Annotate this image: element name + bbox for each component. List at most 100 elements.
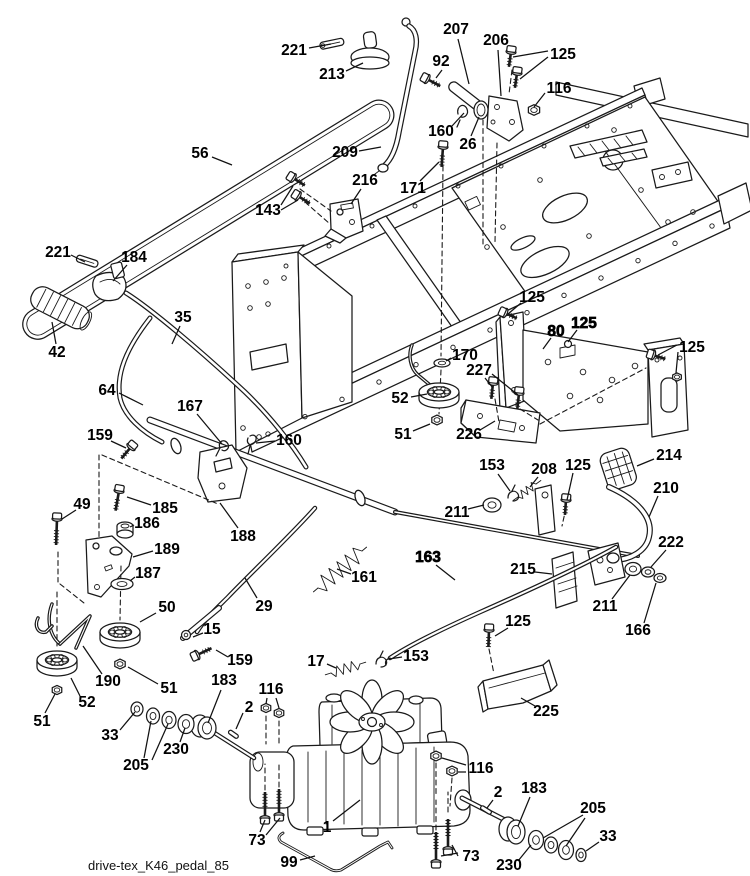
leader-line [566, 472, 574, 501]
part-number-label: 52 [391, 390, 408, 407]
brake-wire-rod [278, 832, 393, 872]
diagram-artwork [22, 17, 750, 873]
leader-line [419, 161, 440, 182]
part-number-label: 230 [496, 857, 522, 874]
callout-125: 125 [494, 613, 531, 637]
callout-188: 188 [219, 502, 256, 545]
leader-line [127, 666, 159, 685]
callout-33: 33 [585, 828, 617, 852]
callout-1: 1 [323, 799, 361, 836]
callout-153: 153 [479, 457, 511, 492]
part-number-label: 64 [98, 382, 116, 399]
part-number-label: 29 [255, 598, 273, 615]
part-number-label: 2 [245, 699, 254, 716]
support-bracket [324, 198, 364, 244]
axle-bearing-left [190, 714, 217, 740]
leader-line [345, 62, 364, 72]
part-number-label: 184 [121, 249, 147, 266]
part-number-label: 205 [123, 757, 149, 774]
transaxle-control-rod [375, 544, 619, 668]
part-number-label: 35 [174, 309, 192, 326]
callout-184: 184 [112, 249, 147, 282]
callout-125: 125 [507, 289, 545, 315]
part-number-label: 125 [550, 46, 576, 63]
part-number-label: 187 [135, 565, 161, 582]
idler-pulley-top-hardware [408, 343, 432, 387]
bolt [505, 45, 517, 68]
leader-line [139, 612, 157, 623]
bolt [113, 483, 125, 511]
part-number-label: 160 [428, 123, 454, 140]
callout-2: 2 [486, 784, 503, 809]
leader-line [61, 509, 77, 520]
callout-183: 183 [517, 780, 547, 827]
diagram-caption: drive-tex_K46_pedal_85 [88, 858, 229, 873]
keeper-bracket-cluster [448, 81, 524, 142]
leader-line [636, 458, 655, 467]
callout-208: 208 [529, 461, 557, 488]
leader-line [470, 116, 480, 137]
part-number-label: 125 [519, 289, 545, 306]
leader-line [196, 413, 223, 445]
callout-99: 99 [280, 854, 316, 871]
part-number-label: 73 [462, 848, 480, 865]
leader-line [70, 677, 81, 697]
idler-arm-wires [34, 602, 92, 650]
callout-92: 92 [432, 53, 450, 79]
leader-line [179, 727, 186, 743]
leader-line [534, 571, 553, 575]
part-number-label: 216 [352, 172, 378, 189]
part-number-label: 183 [211, 672, 237, 689]
callout-207: 207 [443, 21, 470, 85]
leader-line [517, 796, 531, 827]
leader-line [219, 502, 239, 529]
part-number-label: 26 [459, 136, 477, 153]
part-number-label: 226 [456, 426, 482, 443]
retainer-clip-left [75, 254, 99, 268]
leader-line [211, 156, 233, 166]
part-number-label: 171 [400, 180, 426, 197]
callout-163: 163 [415, 549, 456, 581]
part-number-label: 205 [580, 800, 606, 817]
leader-line [119, 711, 136, 731]
leader-line [132, 550, 154, 558]
part-number-label: 211 [592, 598, 617, 615]
cooling-fan [329, 679, 415, 765]
callout-42: 42 [48, 321, 66, 361]
part-number-label: 206 [483, 32, 509, 49]
part-number-label: 143 [255, 202, 281, 219]
callout-230: 230 [496, 844, 532, 874]
callout-125: 125 [657, 339, 705, 374]
part-number-label: 159 [227, 652, 253, 669]
callout-52: 52 [391, 390, 428, 407]
callout-183: 183 [207, 672, 237, 724]
pivot-bracket-cluster [85, 521, 134, 598]
bolt [285, 170, 306, 187]
bolt [430, 832, 442, 869]
leader-line [112, 264, 128, 282]
callout-185: 185 [126, 496, 178, 517]
callout-214: 214 [636, 447, 682, 467]
bolt [290, 188, 311, 205]
leader-line [235, 712, 244, 730]
callout-215: 215 [510, 561, 553, 578]
leader-line [497, 49, 502, 97]
leader-line [299, 855, 316, 861]
leader-line [129, 576, 136, 582]
part-number-label: 2 [494, 784, 503, 801]
part-number-label: 190 [95, 673, 121, 690]
callout-52: 52 [70, 677, 96, 711]
leader-line [275, 697, 280, 709]
callout-161: 161 [336, 568, 377, 586]
callout-230: 230 [163, 727, 189, 758]
handle-grip [30, 286, 93, 331]
lever-cap [350, 31, 390, 70]
rod-guide-bracket [477, 659, 558, 713]
part-number-label: 210 [653, 480, 679, 497]
callout-213: 213 [319, 62, 364, 83]
bolt [645, 348, 666, 362]
leader-line [259, 819, 266, 833]
leader-line [410, 393, 428, 398]
callout-17: 17 [307, 653, 337, 670]
